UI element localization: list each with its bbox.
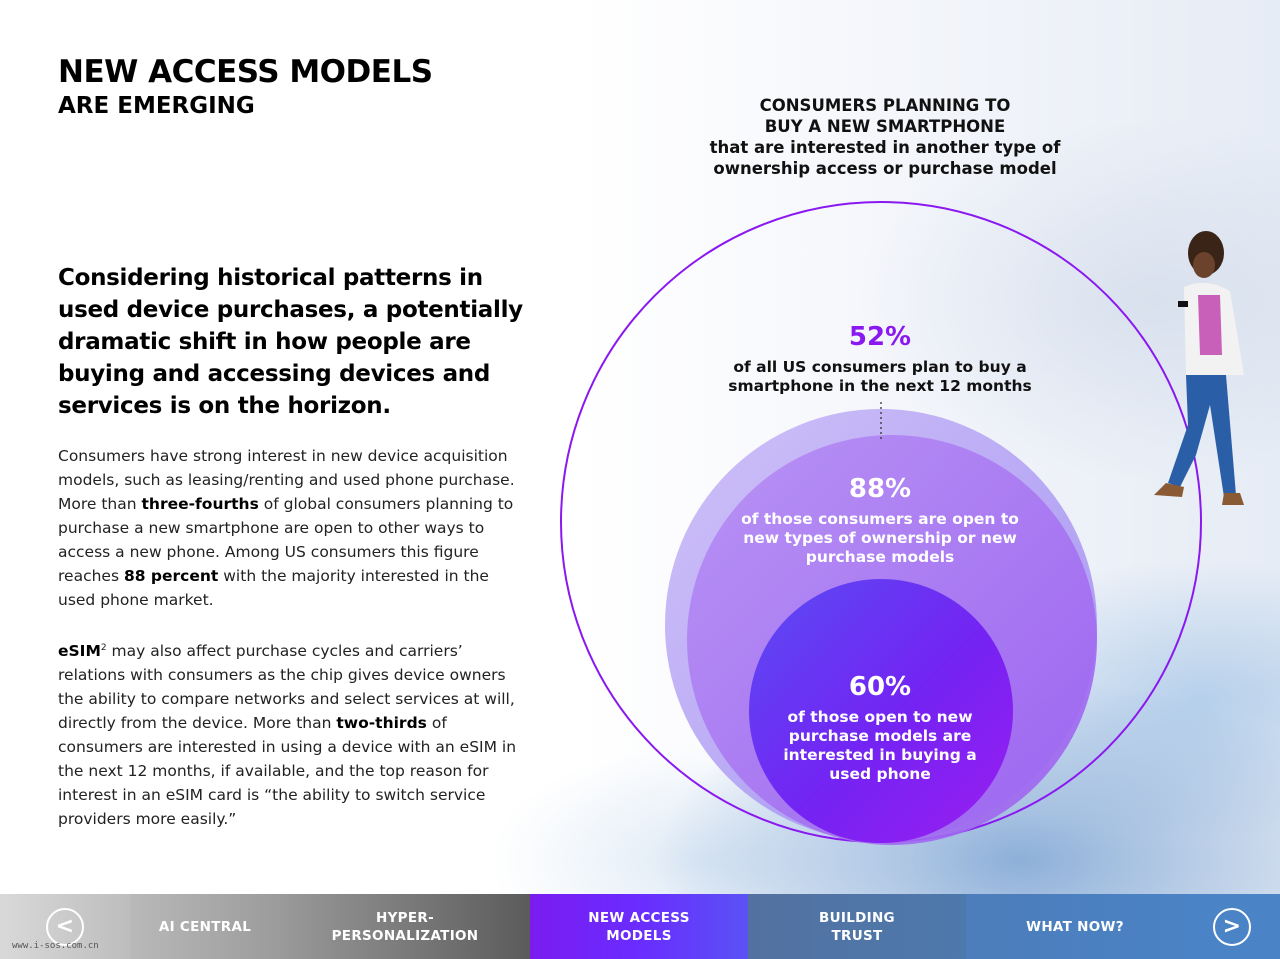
bottom-navigation: < AI CENTRAL HYPER- PERSONALIZATION NEW … <box>0 894 1280 959</box>
stat-52: 52% of all US consumers plan to buy a sm… <box>720 322 1040 396</box>
lead-paragraph: Considering historical patterns in used … <box>58 265 523 419</box>
nav-tab-ai-central[interactable]: AI CENTRAL <box>130 894 280 959</box>
nav-tab-what-now[interactable]: WHAT NOW? <box>966 894 1184 959</box>
stat-description: of those consumers are open to new types… <box>741 510 1019 566</box>
stat-value: 60% <box>848 672 912 702</box>
next-button[interactable]: > <box>1184 894 1280 959</box>
stat-value: 88% <box>848 474 912 504</box>
stat-88: 88% of those consumers are open to new t… <box>740 474 1020 567</box>
inner-circle <box>749 579 1013 843</box>
person-photo <box>1154 231 1244 505</box>
prev-button[interactable]: < <box>0 894 130 959</box>
stat-60: 60% of those open to new purchase models… <box>770 672 990 784</box>
nav-tab-new-access-models[interactable]: NEW ACCESS MODELS <box>530 894 748 959</box>
stat-value: 52% <box>848 322 912 352</box>
footnote-ref[interactable]: 2 <box>100 643 107 653</box>
stat-description: of those open to new purchase models are… <box>783 708 977 783</box>
chevron-right-icon[interactable]: > <box>1213 907 1251 946</box>
page-title: NEW ACCESS MODELS <box>58 54 433 90</box>
body-paragraph-2: eSIM2 may also affect purchase cycles an… <box>58 642 517 829</box>
nav-tab-hyper-personalization[interactable]: HYPER- PERSONALIZATION <box>280 894 530 959</box>
watermark: www.i-sos.com.cn <box>12 941 99 951</box>
chevron-left-icon[interactable]: < <box>46 907 84 946</box>
page-subtitle: ARE EMERGING <box>58 93 255 119</box>
stat-description: of all US consumers plan to buy a smartp… <box>728 358 1032 395</box>
chart-graphic <box>560 201 1202 845</box>
nav-tab-building-trust[interactable]: BUILDING TRUST <box>748 894 966 959</box>
body-paragraph-1: Consumers have strong interest in new de… <box>58 447 515 609</box>
chart-title: CONSUMERS PLANNING TO BUY A NEW SMARTPHO… <box>709 96 1061 178</box>
